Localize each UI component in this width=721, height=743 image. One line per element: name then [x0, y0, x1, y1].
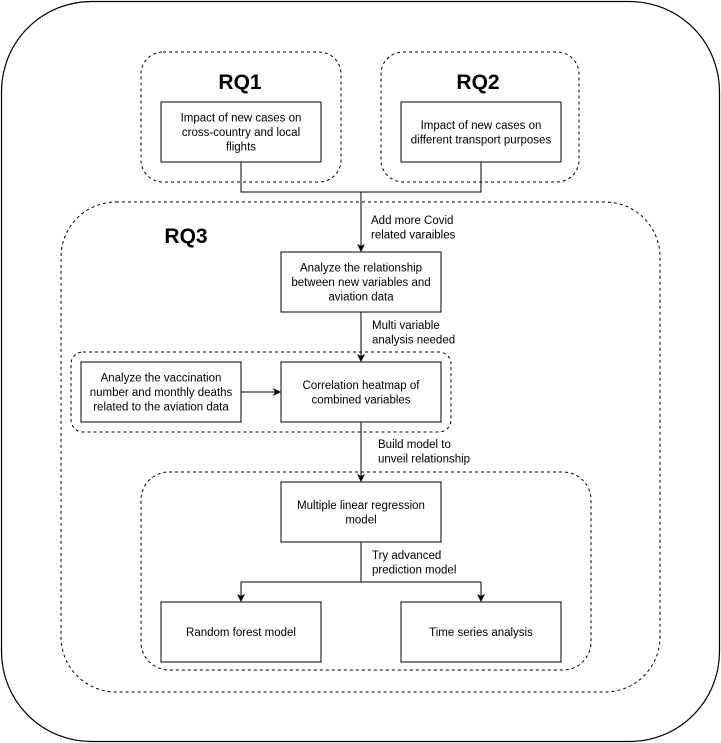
edge-label-add-covid-line-1: Add more Covid	[371, 215, 453, 227]
time-series-box	[400, 601, 562, 663]
analyze-relationship-text-line-1: Analyze the relationship	[300, 263, 422, 275]
random-forest-box	[160, 601, 322, 663]
rq3-heading: RQ3	[164, 225, 207, 248]
analyze-relationship-text-line-3: aviation data	[328, 292, 394, 304]
rq2-heading: RQ2	[456, 71, 499, 94]
edge-label-add-covid-line-2: related varaibles	[371, 230, 456, 242]
rq1-box-text-line-2: cross-country and local	[182, 127, 300, 139]
split-connector	[237, 542, 362, 602]
mlr-model-text: Multiple linear regression model	[297, 500, 425, 527]
rq1-box	[160, 101, 322, 163]
rq1-box-text: Impact of new cases on cross-country and …	[181, 113, 302, 154]
rq3-group	[60, 201, 661, 693]
mlr-model-text-line-1: Multiple linear regression	[297, 500, 425, 512]
correlation-group	[70, 351, 452, 433]
correlation-heatmap-text: Correlation heatmap of combined variables	[303, 380, 421, 407]
correlation-heatmap-text-line-2: combined variables	[311, 394, 410, 406]
analyze-relationship-box	[280, 251, 442, 313]
edge-label-multi-variable-line-1: Multi variable	[372, 320, 440, 332]
edge-label-build-model-line-2: unveil relationship	[378, 454, 470, 466]
mlr-model-text-line-2: model	[345, 514, 376, 526]
analyze-vaccination-text-line-2: number and monthly deaths	[90, 387, 233, 399]
rq1-heading: RQ1	[218, 71, 262, 94]
analyze-relationship-text: Analyze the relationship between new vari…	[291, 263, 430, 304]
analyze-vaccination-box	[80, 361, 242, 423]
edge-label-add-covid: Add more Covid related varaibles	[371, 215, 456, 242]
rq2-box-text-line-1: Impact of new cases on	[421, 120, 542, 132]
time-series-text-line-1: Time series analysis	[429, 627, 533, 639]
analyze-vaccination-text-line-1: Analyze the vaccination	[101, 373, 222, 385]
edge-label-try-advanced-line-1: Try advanced	[372, 550, 441, 562]
rq2-group	[380, 51, 580, 183]
edge-label-build-model: Build model to unveil relationship	[378, 439, 470, 466]
edge-label-multi-variable: Multi variable analysis needed	[372, 320, 455, 347]
edge-label-multi-variable-line-2: analysis needed	[372, 335, 455, 347]
correlation-heatmap-text-line-1: Correlation heatmap of	[303, 380, 421, 392]
rq2-box-text-line-2: different transport purposes	[411, 134, 552, 146]
analyze-vaccination-text: Analyze the vaccination number and monthl…	[90, 373, 233, 414]
analyze-vaccination-text-line-3: related to the aviation data	[93, 402, 229, 414]
edge-label-build-model-line-1: Build model to	[378, 439, 451, 451]
random-forest-text-line-1: Random forest model	[186, 627, 296, 639]
edge-label-try-advanced-line-2: prediction model	[372, 565, 456, 577]
rq1-box-text-line-3: flights	[226, 142, 256, 154]
rq2-box	[400, 101, 562, 163]
analyze-relationship-text-line-2: between new variables and	[291, 277, 430, 289]
mlr-model-box	[280, 481, 442, 543]
rq2-box-text: Impact of new cases on different transpor…	[411, 120, 552, 147]
rq1-group	[140, 51, 342, 183]
correlation-heatmap-box	[280, 361, 442, 423]
time-series-text: Time series analysis	[429, 627, 533, 639]
rq1-box-text-line-1: Impact of new cases on	[181, 113, 302, 125]
random-forest-text: Random forest model	[186, 627, 296, 639]
edge-label-try-advanced: Try advanced prediction model	[372, 550, 456, 577]
split-connector-right	[361, 581, 485, 602]
